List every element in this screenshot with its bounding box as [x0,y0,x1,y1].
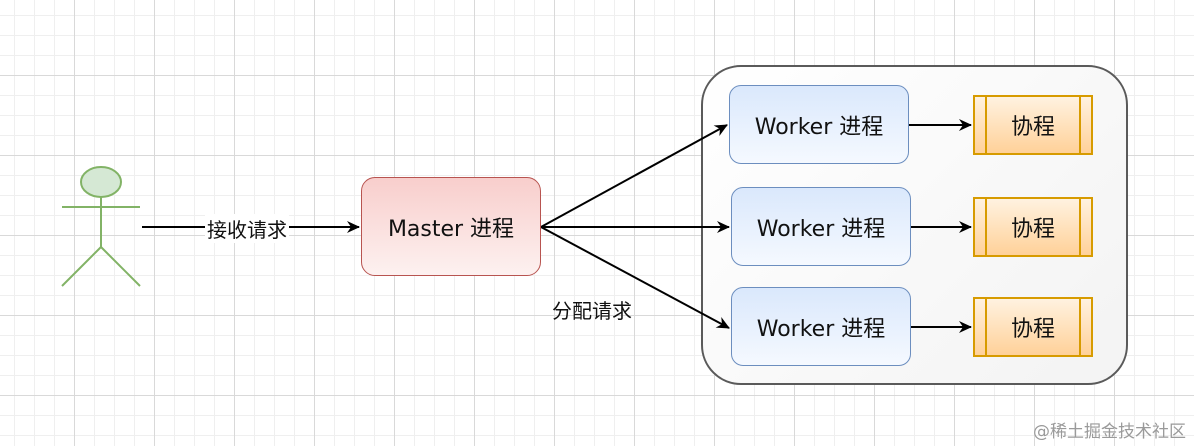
dispatch-request-label: 分配请求 [552,299,632,323]
coroutine-node-2: 协程 [973,197,1093,257]
source-watermark: @稀土掘金技术社区 [1033,422,1186,442]
coroutine-label: 协程 [1010,317,1055,342]
worker-process-node-3: Worker 进程 [731,287,911,366]
receive-request-label: 接收请求 [205,214,289,243]
worker-process-node-2: Worker 进程 [731,187,911,266]
coroutine-label: 协程 [1010,115,1055,140]
worker-process-node-1: Worker 进程 [729,85,909,164]
coroutine-label: 协程 [1010,217,1055,242]
coroutine-node-3: 协程 [973,297,1093,357]
coroutine-node-1: 协程 [973,95,1093,155]
dispatch-arrow-worker-3 [540,226,730,329]
master-process-node: Master 进程 [361,177,541,276]
user-actor-icon [61,166,141,287]
dispatch-arrow-worker-1 [540,124,728,228]
